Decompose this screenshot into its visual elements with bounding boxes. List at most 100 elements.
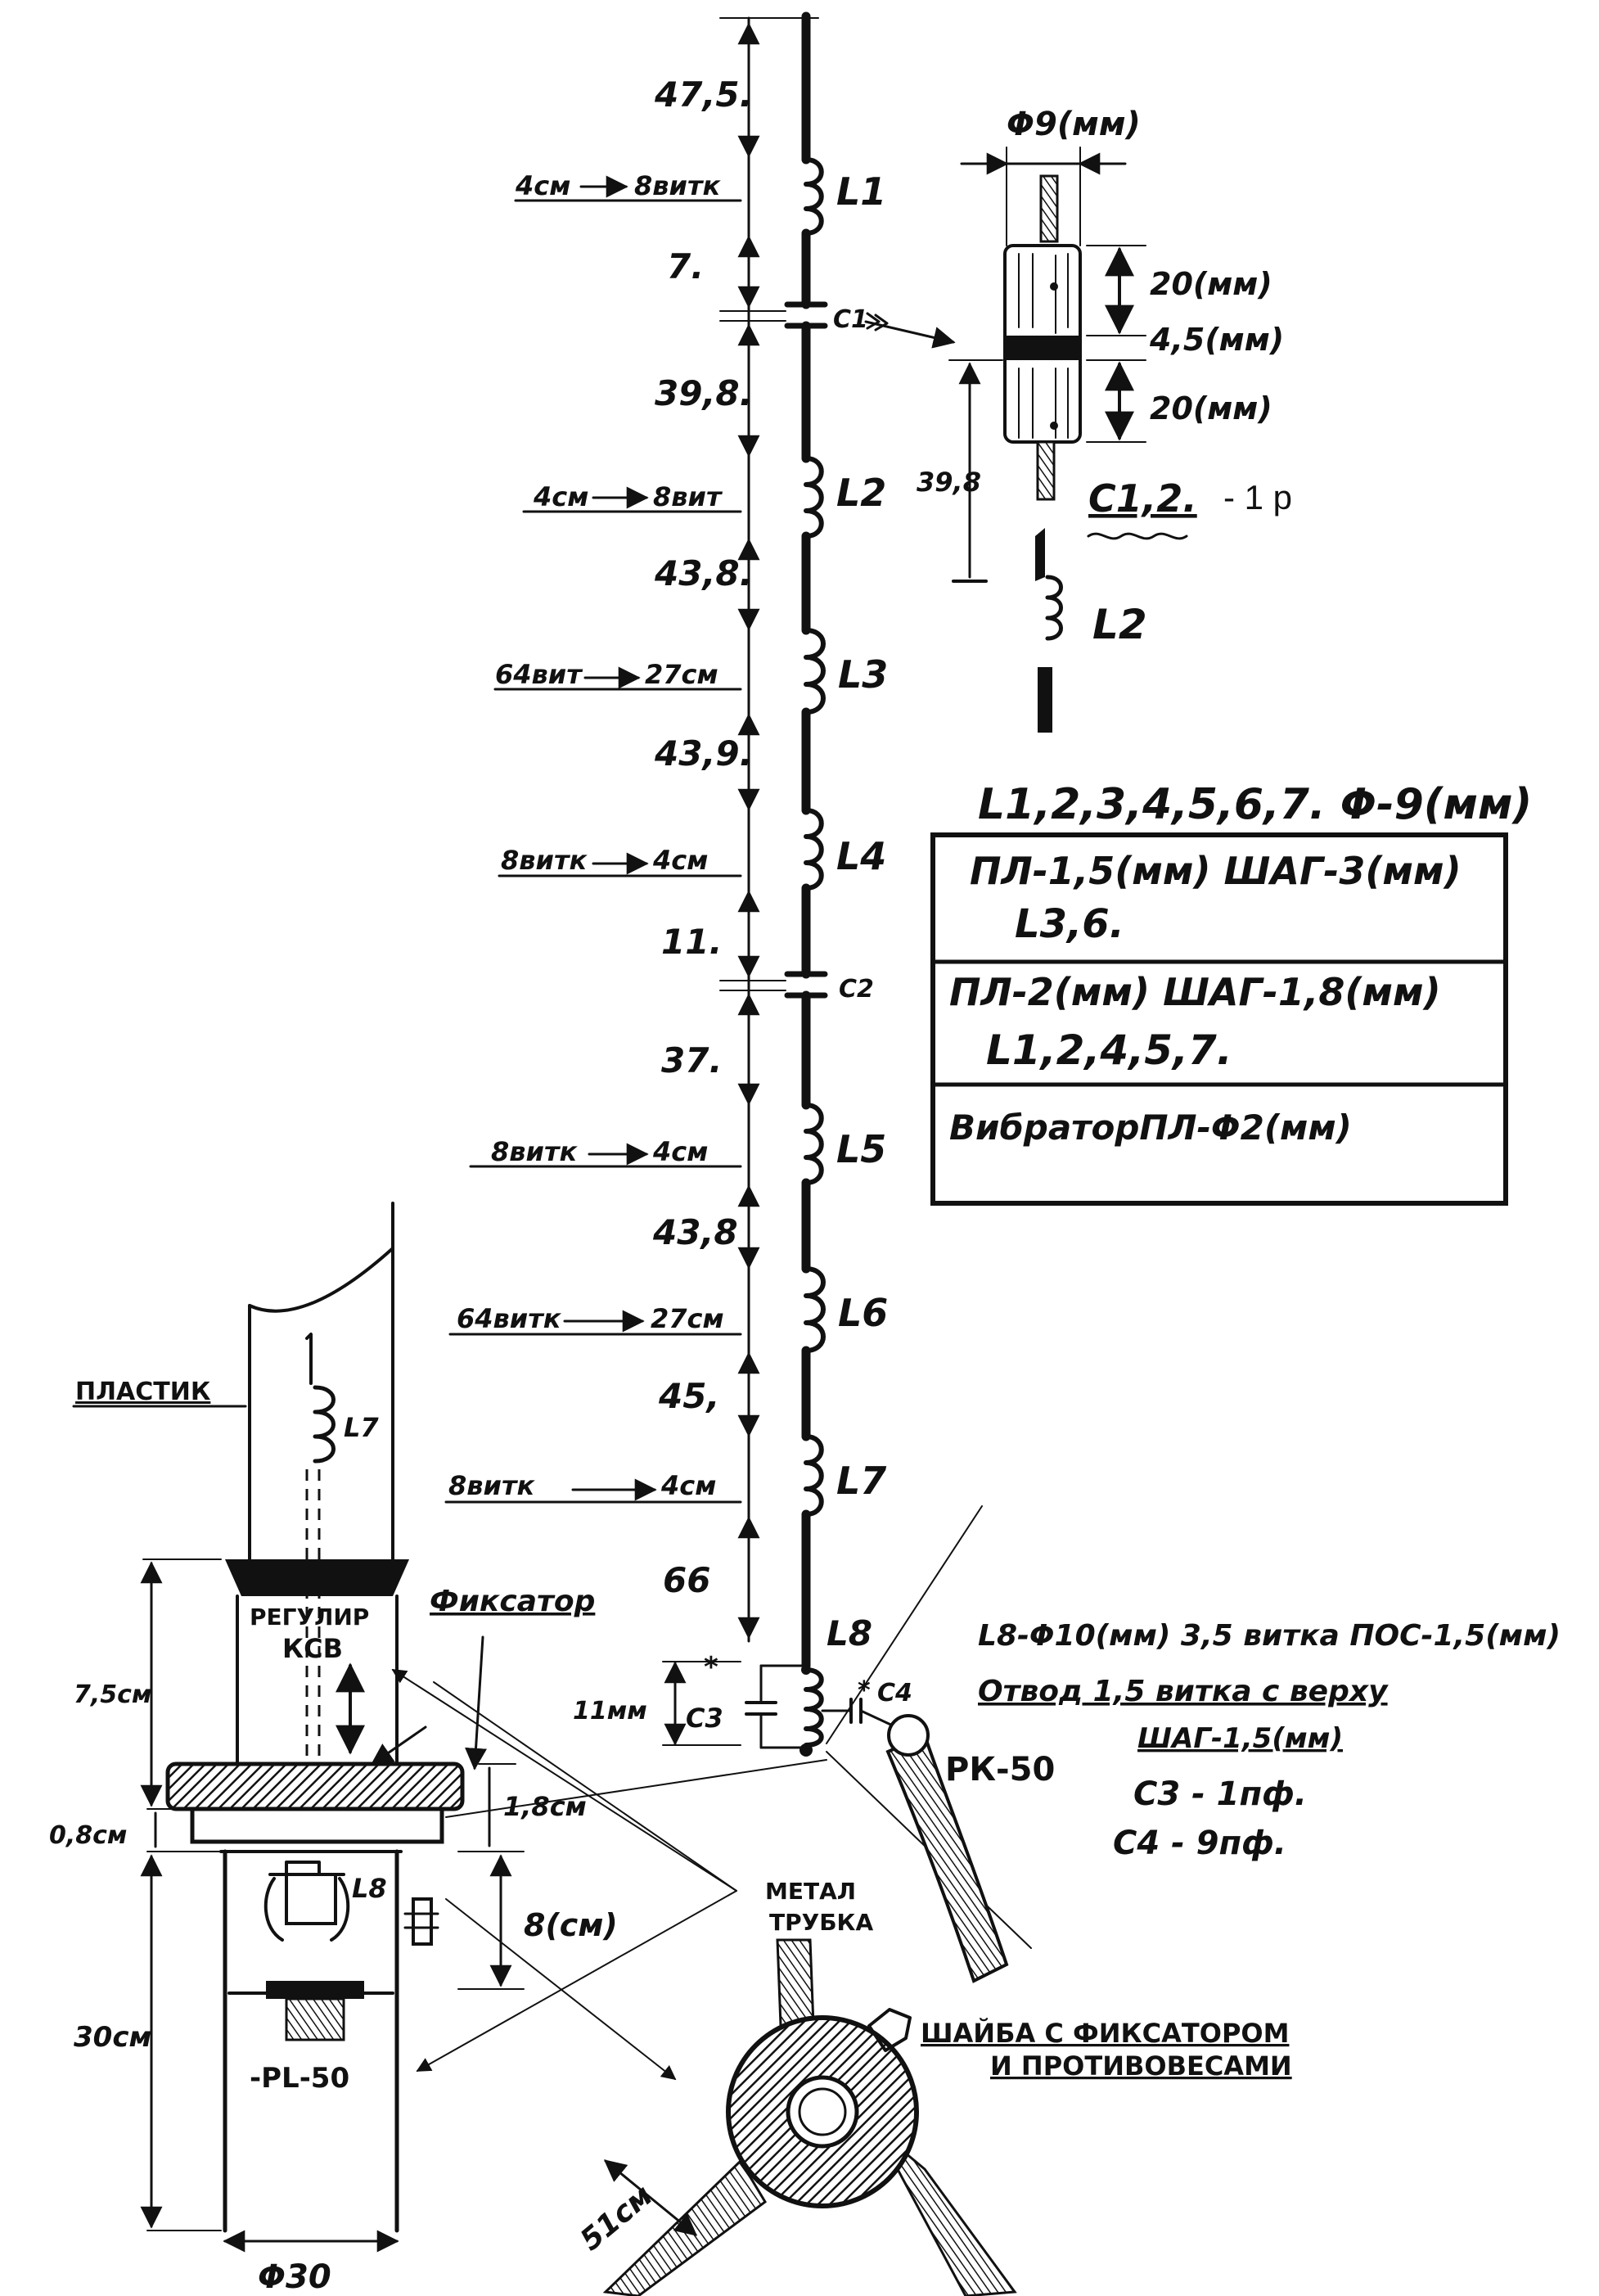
- coil-spec-L4: 8витк 4см: [498, 845, 742, 877]
- segment-length-2: 7.: [667, 246, 704, 286]
- c3-value: C3 - 1пф.: [1133, 1775, 1307, 1813]
- capacitor-C1: [784, 301, 828, 329]
- coil-spec-table: [930, 832, 1508, 1206]
- l8-spec-line3: ШАГ-1,5(мм): [1137, 1722, 1343, 1755]
- swr-adjust-label-2: КСВ: [282, 1633, 343, 1664]
- detail-dim-side: 39,8: [917, 467, 981, 498]
- coil-L8-base-label: L8: [352, 1873, 387, 1904]
- base-dimensions: [140, 1558, 525, 2253]
- c4-value: C4 - 9пф.: [1113, 1825, 1286, 1862]
- coil-L8-label: L8: [827, 1613, 872, 1653]
- coil-L4: [804, 808, 824, 891]
- metal-tube-label-1: МЕТАЛ: [765, 1878, 856, 1905]
- coil-spec-L1-turns: 8витк: [634, 170, 721, 201]
- washer-label-1: ШАЙБА С ФИКСАТОРОМ: [921, 2018, 1289, 2049]
- coil-spec-L5-length: 4см: [652, 1136, 708, 1167]
- coil-spec-L3-length: 27см: [645, 659, 718, 690]
- segment-length-4: 43,8.: [654, 553, 753, 593]
- coil-L6: [804, 1266, 826, 1353]
- coil-spec-L2-length: 4см: [533, 481, 588, 512]
- coil-spec-L3-turns: 64вит: [495, 659, 583, 690]
- connector-label: -PL-50: [250, 2062, 349, 2095]
- capacitor-detail-drawing: [948, 147, 1146, 733]
- dim-8-label: 8(см): [524, 1907, 618, 1943]
- table-row1-spec: ПЛ-1,5(мм) ШАГ-3(мм): [970, 849, 1462, 893]
- dim-30-label: 30см: [74, 2021, 151, 2054]
- coil-spec-L1: 4см 8витк: [514, 170, 742, 202]
- coil-spec-L7-length: 4см: [660, 1470, 716, 1501]
- segment-length-9: 45,: [658, 1376, 719, 1416]
- metal-tube-label-2: ТРУБКА: [769, 1909, 873, 1936]
- coil-spec-L7-turns: 8витк: [448, 1470, 535, 1501]
- coil-L5: [804, 1103, 824, 1185]
- dim-7-5-label: 7,5см: [74, 1680, 151, 1709]
- coil-L7: [804, 1434, 824, 1517]
- swr-adjust-label-1: РЕГУЛИР: [250, 1604, 369, 1631]
- fixer-label: Фиксатор: [430, 1585, 595, 1618]
- capacitor-C2-label: C2: [839, 975, 874, 1004]
- table-row2-spec: ПЛ-2(мм) ШАГ-1,8(мм): [949, 970, 1441, 1014]
- capacitor-C1-label: C1: [833, 305, 868, 334]
- coil-spec-L6-length: 27см: [651, 1303, 724, 1334]
- svg-text:*: *: [858, 1676, 871, 1705]
- table-row1-coils: L3,6.: [1015, 901, 1124, 947]
- coil-L4-label: L4: [836, 834, 886, 878]
- coil-spec-L2-turns: 8вит: [653, 481, 723, 512]
- l8-spec-line1: L8-Φ10(мм) 3,5 витка ПОС-1,5(мм): [978, 1619, 1561, 1653]
- detail-dim-mid: 4,5(мм): [1149, 322, 1284, 358]
- capacitor-C3-label: C3: [686, 1703, 723, 1734]
- detail-dim-top: 20(мм): [1150, 266, 1272, 302]
- c3-height-label: 11мм: [573, 1697, 647, 1725]
- coil-spec-L6: 64витк 27см: [448, 1303, 742, 1336]
- coil-L7-label: L7: [836, 1459, 886, 1503]
- capacitor-C4-label: C4: [877, 1679, 912, 1707]
- coil-L1: [804, 157, 824, 236]
- washer-with-radials: [602, 1938, 1017, 2296]
- dim-1-8-label: 1,8см: [503, 1791, 587, 1822]
- washer-label-2: И ПРОТИВОВЕСАМИ: [990, 2050, 1292, 2082]
- coil-L3-label: L3: [838, 652, 888, 697]
- coil-L6-label: L6: [838, 1291, 888, 1335]
- coil-L2: [804, 456, 824, 539]
- segment-length-7: 37.: [661, 1040, 722, 1080]
- coil-spec-L5: 8витк 4см: [469, 1136, 742, 1168]
- coil-spec-L5-turns: 8витк: [491, 1136, 578, 1167]
- c3-height-dimension: 11мм: [573, 1661, 741, 1746]
- capacitor-C2: [784, 971, 828, 999]
- coil-spec-L7: 8витк 4см: [444, 1470, 742, 1504]
- detail-cap-label: C1,2.: [1088, 476, 1197, 521]
- coil-L3: [804, 628, 826, 715]
- detail-dim-bot: 20(мм): [1150, 390, 1272, 426]
- coil-spec-L6-turns: 64витк: [457, 1303, 562, 1334]
- segment-length-5: 43,9.: [654, 733, 753, 774]
- dim-0-8-label: 0,8см: [49, 1821, 127, 1850]
- detail-diameter-label: Φ9(мм): [1007, 106, 1141, 143]
- coil-L2-label: L2: [836, 471, 886, 515]
- radial-length-label: 51см: [574, 2179, 660, 2258]
- segment-length-8: 43,8: [652, 1212, 738, 1252]
- cable-type-label: РК-50: [945, 1751, 1055, 1789]
- segment-length-6: 11.: [661, 922, 722, 962]
- l8-spec-line2: Отвод 1,5 витка с верху: [978, 1675, 1389, 1708]
- plastic-label: ПЛАСТИК: [75, 1378, 211, 1406]
- coil-spec-L3: 64вит 27см: [493, 659, 742, 691]
- coax-cable: [885, 1714, 1009, 1983]
- base-diameter-label: Φ30: [258, 2258, 331, 2296]
- coil-L1-label: L1: [836, 169, 886, 214]
- svg-text:*: *: [704, 1651, 718, 1684]
- segment-length-3: 39,8.: [655, 373, 753, 413]
- segment-length-1: 47,5.: [654, 74, 753, 115]
- table-row2-coils: L1,2,4,5,7.: [986, 1026, 1232, 1074]
- coil-L7-base-label: L7: [344, 1412, 379, 1443]
- segment-length-10: 66: [663, 1560, 710, 1600]
- table-row3: ВибраторПЛ-Φ2(мм): [949, 1107, 1352, 1148]
- coil-spec-L2: 4см 8вит: [522, 481, 742, 513]
- coil-L5-label: L5: [836, 1127, 886, 1171]
- detail-coil-label: L2: [1092, 601, 1147, 648]
- coil-spec-L1-length: 4см: [515, 170, 570, 201]
- detail-cap-value: - 1 р: [1223, 478, 1292, 516]
- base-assembly: [165, 1202, 827, 2233]
- l8-matching-network: * *: [704, 1505, 1032, 1949]
- coil-spec-L4-turns: 8витк: [501, 845, 588, 876]
